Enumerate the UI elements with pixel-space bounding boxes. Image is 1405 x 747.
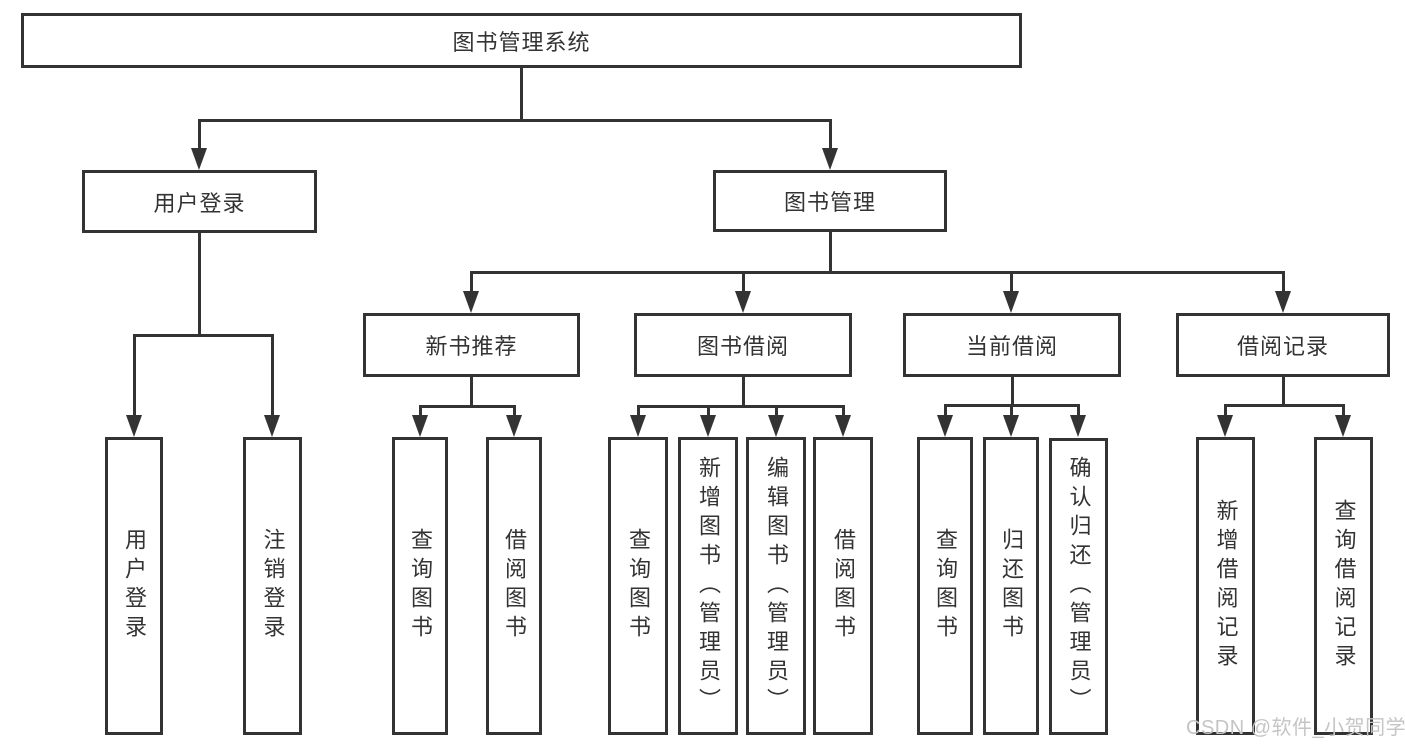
leaf-query-books-recommend: 查询图书 bbox=[392, 437, 448, 735]
connector-root-bar bbox=[198, 119, 832, 122]
connector-bookmgmt-drop-1 bbox=[470, 271, 473, 294]
leaf-user-login: 用户登录 bbox=[105, 437, 163, 735]
arrow-to-borrowing-records bbox=[1275, 291, 1291, 313]
arrow-to-leaf-logout bbox=[264, 415, 280, 437]
arrow-to-leaf-borrow-books-rec bbox=[506, 415, 522, 437]
connector-bookborrow-drop-2 bbox=[707, 405, 710, 418]
arrow-to-new-book-recommend bbox=[463, 291, 479, 313]
leaf-query-borrow-record: 查询借阅记录 bbox=[1314, 437, 1373, 735]
connector-root-drop-left bbox=[198, 119, 201, 151]
connector-userlogin-drop-1 bbox=[133, 334, 136, 418]
connector-bookmgmt-bar bbox=[470, 271, 1284, 274]
connector-borrowrec-stem bbox=[1282, 375, 1285, 407]
arrow-to-current-borrowing bbox=[1003, 291, 1019, 313]
connector-curborrow-stem bbox=[1011, 375, 1014, 407]
connector-bookborrow-stem bbox=[742, 375, 745, 408]
connector-borrowrec-drop-1 bbox=[1224, 404, 1227, 418]
node-current-borrowing: 当前借阅 bbox=[903, 313, 1121, 377]
connector-bookmgmt-drop-3 bbox=[1010, 271, 1013, 294]
csdn-watermark: CSDN @软件_小贺同学 bbox=[1186, 717, 1405, 739]
connector-root-drop-right bbox=[829, 119, 832, 151]
leaf-return-books: 归还图书 bbox=[983, 437, 1039, 735]
connector-bookborrow-drop-1 bbox=[637, 405, 640, 418]
root-node-library-system: 图书管理系统 bbox=[21, 13, 1022, 68]
leaf-add-books-admin: 新增图书（管理员） bbox=[678, 437, 738, 735]
node-borrowing-records: 借阅记录 bbox=[1176, 313, 1390, 377]
arrow-to-leaf-borrow-books-bb bbox=[835, 415, 851, 437]
arrow-to-leaf-confirm-return bbox=[1070, 415, 1086, 437]
connector-newrec-drop-1 bbox=[419, 405, 422, 418]
node-book-borrowing: 图书借阅 bbox=[634, 313, 852, 377]
connector-bookmgmt-drop-4 bbox=[1282, 271, 1285, 294]
node-user-login: 用户登录 bbox=[82, 170, 317, 233]
node-book-management: 图书管理 bbox=[713, 170, 947, 232]
connector-userlogin-drop-2 bbox=[271, 334, 274, 418]
arrow-to-leaf-query-books-bb bbox=[630, 415, 646, 437]
leaf-borrow-books-recommend: 借阅图书 bbox=[486, 437, 542, 735]
leaf-query-books-borrowing: 查询图书 bbox=[608, 437, 668, 735]
arrow-to-leaf-user-login bbox=[126, 415, 142, 437]
connector-borrowrec-bar bbox=[1224, 404, 1345, 407]
arrow-to-leaf-add-books-admin bbox=[700, 415, 716, 437]
arrow-to-leaf-query-books-rec bbox=[412, 415, 428, 437]
arrow-to-leaf-add-borrow-record bbox=[1217, 415, 1233, 437]
leaf-add-borrow-record: 新增借阅记录 bbox=[1196, 437, 1255, 735]
leaf-edit-books-admin: 编辑图书（管理员） bbox=[746, 437, 806, 735]
arrow-to-book-management bbox=[822, 148, 838, 170]
connector-userlogin-bar bbox=[133, 334, 274, 337]
arrow-to-leaf-query-books-cb bbox=[937, 415, 953, 437]
connector-newrec-stem bbox=[470, 375, 473, 408]
connector-newrec-bar bbox=[419, 405, 516, 408]
connector-newrec-drop-2 bbox=[513, 405, 516, 418]
leaf-borrow-books-borrowing: 借阅图书 bbox=[813, 437, 873, 735]
leaf-logout: 注销登录 bbox=[243, 437, 302, 735]
leaf-confirm-return-admin: 确认归还（管理员） bbox=[1049, 438, 1108, 735]
connector-borrowrec-drop-2 bbox=[1342, 404, 1345, 418]
arrow-to-leaf-edit-books-admin bbox=[768, 415, 784, 437]
arrow-to-user-login bbox=[191, 148, 207, 170]
arrow-to-leaf-return-books bbox=[1003, 415, 1019, 437]
arrow-to-leaf-query-borrow-record bbox=[1335, 415, 1351, 437]
connector-bookborrow-drop-4 bbox=[842, 405, 845, 418]
connector-bookborrow-drop-3 bbox=[775, 405, 778, 418]
node-new-book-recommend: 新书推荐 bbox=[363, 313, 580, 377]
connector-curborrow-drop-1 bbox=[944, 404, 947, 418]
connector-root-stem bbox=[520, 66, 523, 121]
connector-bookmgmt-stem bbox=[829, 230, 832, 273]
arrow-to-book-borrowing bbox=[735, 291, 751, 313]
connector-curborrow-drop-3 bbox=[1077, 404, 1080, 418]
leaf-query-books-current: 查询图书 bbox=[917, 437, 973, 735]
connector-curborrow-drop-2 bbox=[1010, 404, 1013, 418]
connector-userlogin-stem bbox=[198, 231, 201, 336]
connector-bookmgmt-drop-2 bbox=[742, 271, 745, 294]
connector-bookborrow-bar bbox=[637, 405, 845, 408]
